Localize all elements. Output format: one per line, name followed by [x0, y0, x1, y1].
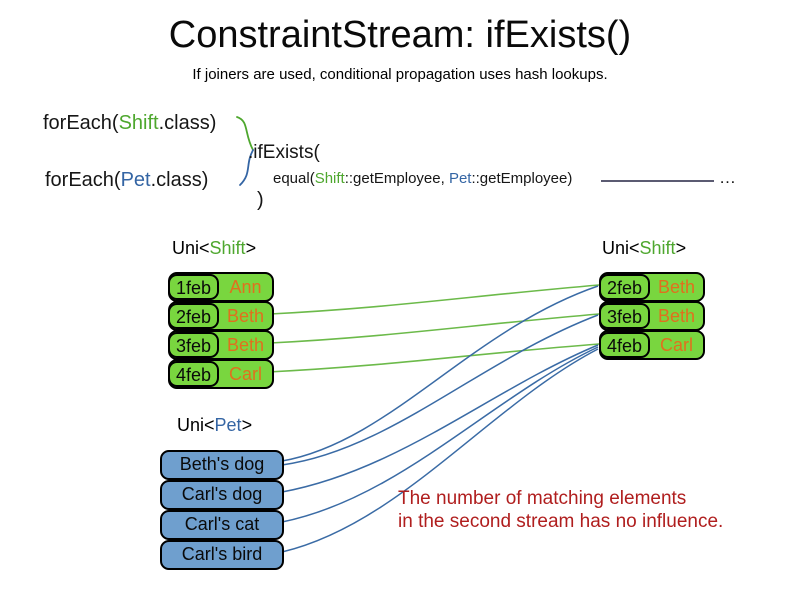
- header-text: >: [675, 238, 687, 258]
- brace-upper-green: [236, 116, 254, 151]
- brace-lower-blue: [239, 149, 254, 186]
- pet-class-token: Pet: [120, 169, 151, 191]
- code-text: forEach(: [43, 112, 119, 134]
- code-ifexists: .ifExists(: [248, 142, 320, 163]
- pet-row-carls-dog: Carl's dog: [160, 480, 284, 510]
- shift-employee: Beth: [658, 306, 696, 326]
- pet-token: Pet: [448, 170, 472, 187]
- left-shift-header: Uni<Shift>: [172, 238, 256, 259]
- shift-row-3feb-beth: 3feb Beth: [168, 330, 274, 360]
- code-foreach-pet: forEach(Pet.class): [45, 169, 208, 192]
- lookup-line-carls-bird-4feb: [281, 348, 599, 553]
- pet-row-carls-bird: Carl's bird: [160, 540, 284, 570]
- note-line-1: The number of matching elements: [398, 488, 687, 509]
- note-line-2: in the second stream has no influence.: [398, 511, 724, 532]
- shift-row-4feb-carl-out: 4feb Carl: [599, 330, 705, 360]
- shift-date: 3feb: [599, 303, 651, 329]
- shift-employee: Carl: [229, 364, 263, 384]
- code-text: .class): [158, 112, 217, 134]
- shift-date: 4feb: [168, 361, 220, 387]
- header-text: Uni<: [172, 238, 210, 258]
- shift-date: 3feb: [168, 332, 220, 358]
- shift-row-3feb-beth-out: 3feb Beth: [599, 301, 705, 331]
- shift-date: 2feb: [599, 274, 651, 300]
- shift-row-2feb-beth: 2feb Beth: [168, 301, 274, 331]
- shift-date: 4feb: [599, 332, 651, 358]
- match-line-2feb: [269, 284, 600, 315]
- lookup-line-beths-dog-2feb: [281, 285, 599, 462]
- shift-row-1feb-ann: 1feb Ann: [168, 272, 274, 302]
- code-close-paren: ): [257, 189, 264, 211]
- shift-date: 1feb: [168, 274, 220, 300]
- code-foreach-shift: forEach(Shift.class): [43, 112, 216, 135]
- header-text: >: [241, 415, 253, 435]
- shift-employee: Beth: [227, 306, 265, 326]
- lookup-line-carls-cat-4feb: [281, 346, 599, 523]
- shift-employee: Ann: [229, 277, 262, 297]
- shift-token: Shift: [314, 170, 345, 187]
- subtitle: If joiners are used, conditional propaga…: [192, 66, 608, 83]
- shift-row-4feb-carl: 4feb Carl: [168, 359, 274, 389]
- shift-row-2feb-beth-out: 2feb Beth: [599, 272, 705, 302]
- pet-header: Uni<Pet>: [177, 415, 252, 436]
- shift-class-token: Shift: [118, 112, 159, 134]
- lookup-line-beths-dog-3feb: [281, 314, 599, 466]
- header-text: >: [245, 238, 257, 258]
- ellipsis: …: [719, 168, 736, 187]
- pet-row-beths-dog: Beth's dog: [160, 450, 284, 480]
- page-title: ConstraintStream: ifExists(): [168, 14, 632, 56]
- header-shift-token: Shift: [639, 238, 676, 258]
- right-shift-header: Uni<Shift>: [602, 238, 686, 259]
- code-text: .class): [150, 169, 209, 191]
- code-equal-joiner: equal(Shift::getEmployee, Pet::getEmploy…: [273, 170, 572, 187]
- header-pet-token: Pet: [214, 415, 242, 435]
- match-line-4feb: [267, 343, 600, 373]
- match-line-3feb: [269, 313, 600, 344]
- shift-employee: Carl: [660, 335, 694, 355]
- note-text: The number of matching elements in the s…: [398, 487, 723, 533]
- header-text: Uni<: [177, 415, 215, 435]
- code-text: forEach(: [45, 169, 121, 191]
- continuation-line: [601, 180, 714, 182]
- code-text: ::getEmployee): [471, 170, 573, 187]
- header-shift-token: Shift: [209, 238, 246, 258]
- code-text: equal(: [273, 170, 315, 187]
- code-text: ::getEmployee,: [344, 170, 449, 187]
- lookup-line-carls-dog-4feb: [281, 344, 599, 493]
- shift-employee: Beth: [658, 277, 696, 297]
- shift-date: 2feb: [168, 303, 220, 329]
- header-text: Uni<: [602, 238, 640, 258]
- pet-row-carls-cat: Carl's cat: [160, 510, 284, 540]
- shift-employee: Beth: [227, 335, 265, 355]
